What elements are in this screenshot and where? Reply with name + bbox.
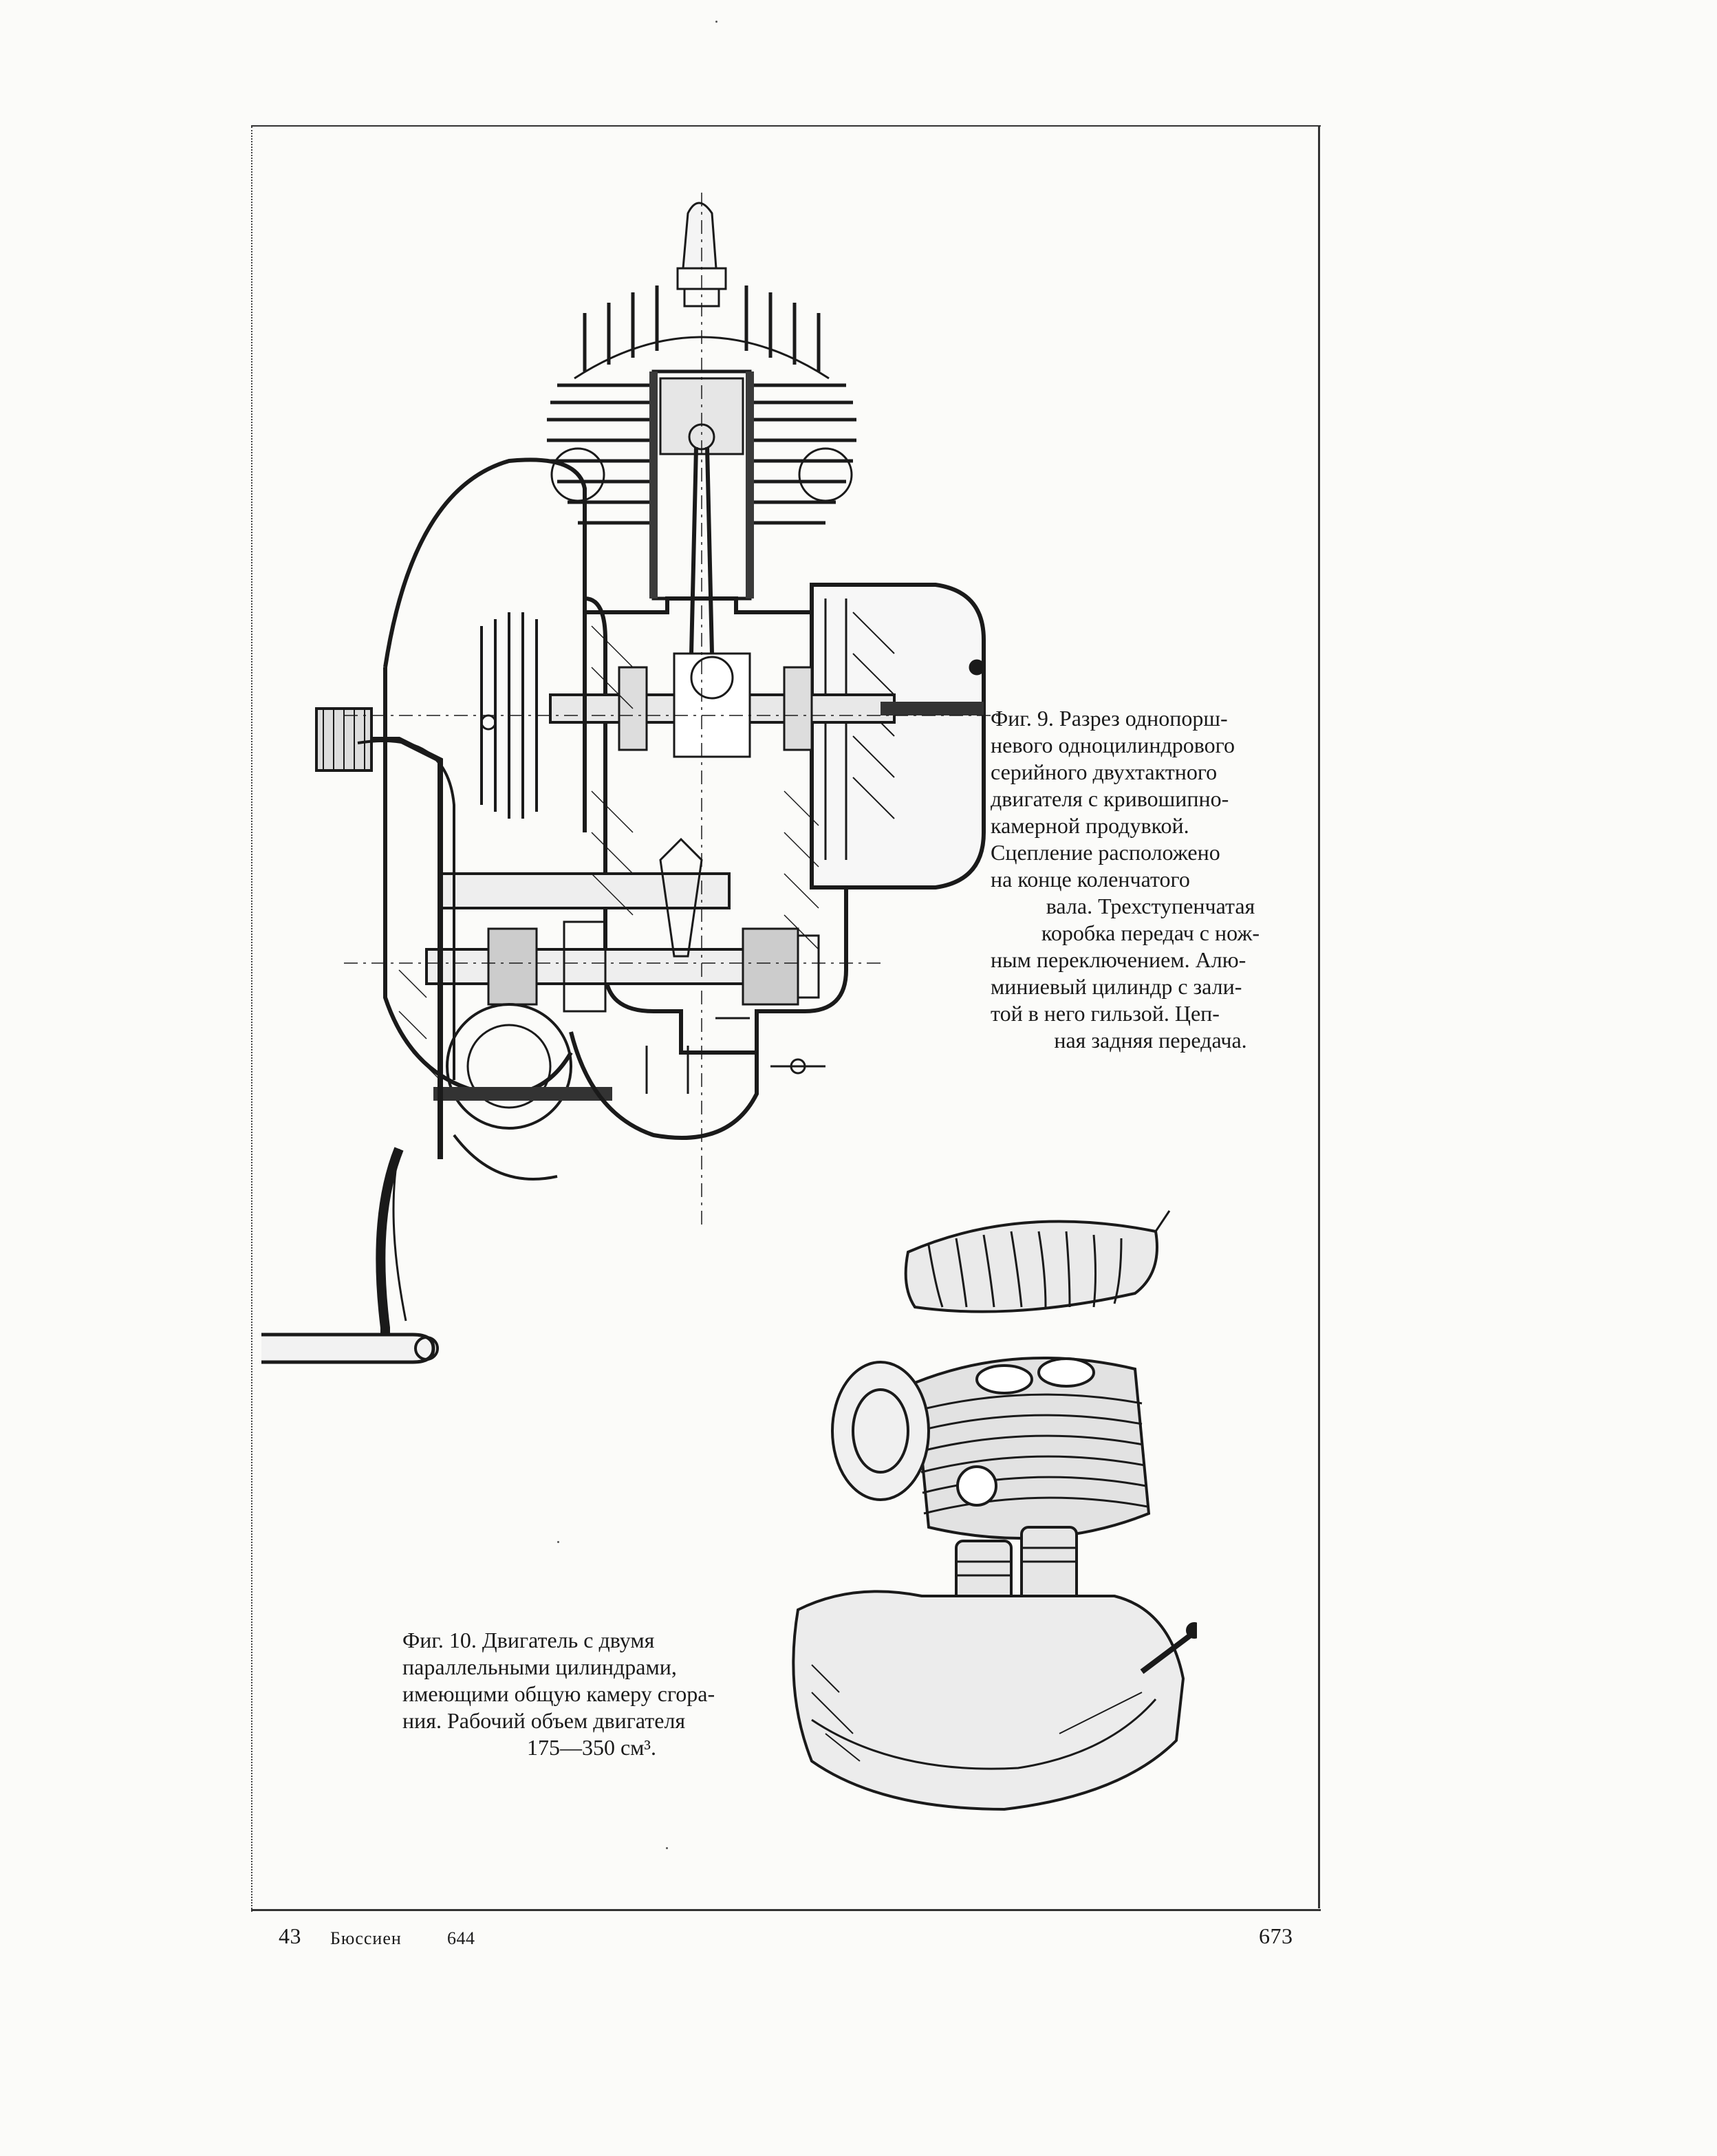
caption-line: двигателя с кривошипно- (991, 786, 1229, 811)
footer-print-code: 644 (447, 1928, 475, 1948)
figure-9-caption: Фиг. 9. Разрез однопорш- невого одноцили… (991, 705, 1310, 1054)
caption-line: Сцепление расположено (991, 840, 1220, 865)
caption-line: той в него гильзой. Цеп- (991, 1001, 1220, 1026)
caption-line: имеющими общую камеру сгора- (402, 1681, 715, 1706)
print-speck (715, 21, 717, 23)
caption-line: Фиг. 10. Двигатель с двумя (402, 1628, 655, 1652)
caption-line: миниевый цилиндр с зали- (991, 974, 1242, 999)
caption-line: на конце коленчатого (991, 867, 1190, 892)
engine-cross-section-figure (261, 193, 1004, 1364)
figure-10-caption: Фиг. 10. Двигатель с двумя параллельными… (402, 1627, 781, 1761)
caption-line: ная задняя передача. (1054, 1028, 1247, 1053)
footer-author: Бюссиен (330, 1928, 402, 1948)
caption-line: параллельными цилиндрами, (402, 1654, 677, 1679)
print-speck (557, 1541, 559, 1543)
caption-line: Фиг. 9. Разрез однопорш- (991, 706, 1228, 731)
caption-line: коробка передач с нож- (1041, 920, 1260, 945)
footer-signature-number: 43 (279, 1923, 301, 1948)
page-frame-left-rule (251, 127, 252, 1912)
caption-line: ным переключением. Алю- (991, 947, 1246, 972)
twin-cylinder-engine-figure (792, 1210, 1197, 1811)
caption-line: ния. Рабочий объем двигателя (402, 1708, 686, 1733)
print-speck (666, 1847, 668, 1849)
page-frame-top-rule (251, 125, 1321, 127)
page-frame-right-rule (1318, 127, 1320, 1908)
caption-line: 175—350 см³. (526, 1735, 657, 1760)
caption-line: камерной продувкой. (991, 813, 1189, 838)
caption-line: невого одноцилиндрового (991, 733, 1235, 757)
caption-line: серийного двухтактного (991, 759, 1218, 784)
page-frame-bottom-rule (251, 1909, 1321, 1911)
page-number: 673 (1259, 1923, 1293, 1948)
caption-line: вала. Трехступенчатая (1046, 894, 1255, 918)
